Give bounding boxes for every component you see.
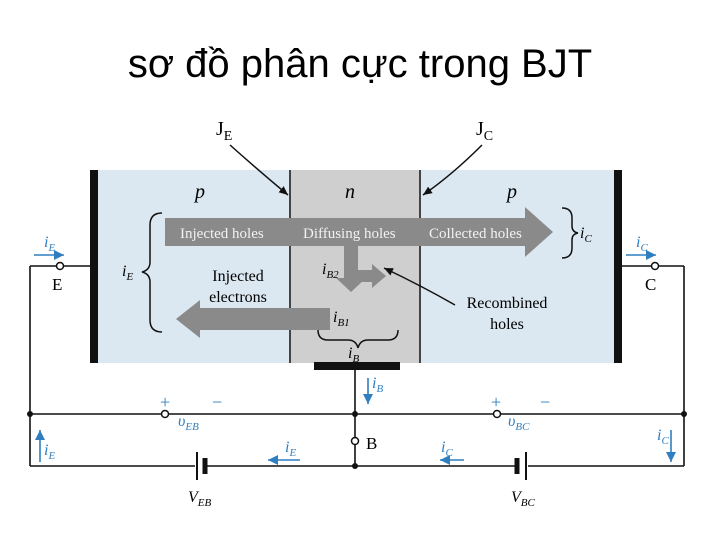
VBC-label: VBC (511, 489, 536, 509)
collector-junction-pointer (422, 144, 483, 196)
veb-minus-sign: − (212, 392, 222, 412)
veb-plus-terminal (160, 409, 170, 419)
node-dot-bottom (352, 463, 358, 469)
base-terminal-label: B (366, 434, 377, 453)
base-current-brace (317, 329, 399, 349)
veb-plus-sign: + (160, 392, 170, 412)
iB-brace-label: iB (348, 345, 359, 365)
collector-terminal (650, 261, 660, 271)
vbc-plus-terminal (492, 409, 502, 419)
emitter-terminal-label: E (52, 275, 62, 294)
emitter-junction-pointer (229, 144, 289, 196)
collector-terminal-label: C (645, 275, 656, 294)
node-dot-base (352, 411, 358, 417)
junction-emitter-main: J (216, 118, 224, 140)
iC-brace-label: iC (580, 225, 592, 245)
iE-loop-label: iE (44, 442, 55, 462)
recombined-label-2: holes (490, 316, 524, 333)
iB1-label: iB1 (333, 309, 350, 329)
junction-label-collector: JC (476, 118, 493, 145)
injected-electrons-label-2: electrons (209, 289, 267, 306)
iE-brace-label: iE (122, 263, 133, 283)
emitter-current-brace (141, 212, 163, 333)
vbc-plus-sign: + (491, 392, 501, 412)
junction-label-emitter: JE (216, 118, 232, 145)
junction-emitter-sub: E (223, 129, 233, 144)
iC-right-label: iC (636, 234, 648, 254)
collector-contact (614, 170, 622, 363)
base-terminal (350, 436, 360, 446)
collector-current-brace (561, 207, 579, 259)
iE-left-label: iE (44, 234, 55, 254)
emitter-contact (90, 170, 98, 363)
iB-wire-label: iB (372, 375, 383, 395)
slide-title: sơ đồ phân cực trong BJT (127, 42, 593, 86)
veb-voltage-label: υEB (178, 413, 199, 433)
injected-electrons-label-1: Injected (212, 268, 264, 285)
recombination-down-arrow (336, 246, 366, 292)
iC-loop-label: iC (657, 427, 669, 447)
node-dot-left (27, 411, 33, 417)
electron-injection-arrow (176, 300, 330, 338)
injected-holes-label: Injected holes (180, 226, 264, 242)
recombined-pointer (383, 267, 456, 306)
region-emitter-letter: p (193, 181, 205, 203)
region-collector-letter: p (505, 181, 517, 203)
current-arrows (34, 250, 676, 465)
emitter-terminal (55, 261, 65, 271)
base-contact (314, 362, 400, 370)
vbc-voltage-label: υBC (508, 413, 530, 433)
vbc-minus-sign: − (540, 392, 550, 412)
junction-collector-main: J (476, 118, 484, 140)
junction-collector-sub: C (483, 129, 494, 144)
region-base-letter: n (345, 181, 355, 203)
iC-mid-label: iC (441, 439, 453, 459)
diffusing-holes-label: Diffusing holes (303, 226, 396, 242)
recombined-label-1: Recombined (467, 295, 548, 312)
collected-holes-label: Collected holes (429, 226, 522, 242)
iB2-label: iB2 (322, 261, 339, 281)
iE-mid-label: iE (285, 439, 296, 459)
node-dot-right (681, 411, 687, 417)
hole-flow-arrow (165, 207, 553, 257)
VEB-label: VEB (188, 489, 212, 509)
circuit-wires (29, 265, 685, 467)
